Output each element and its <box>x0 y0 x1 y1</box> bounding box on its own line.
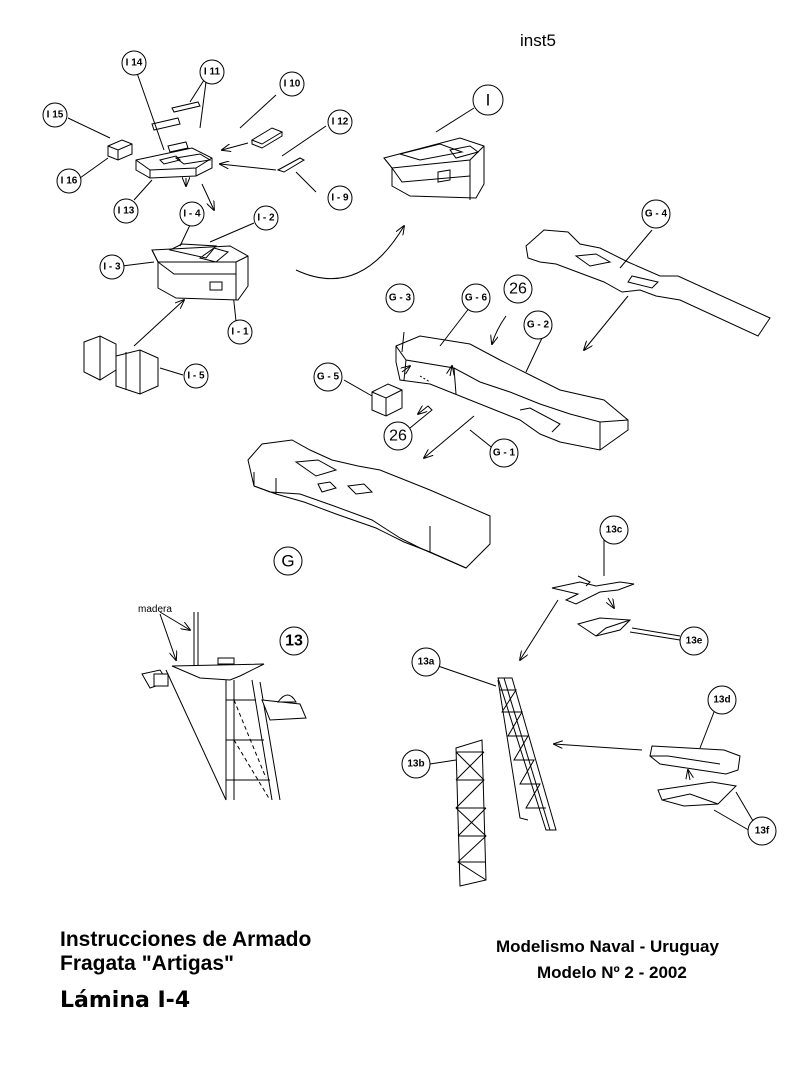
label-13d: 13d <box>713 695 730 706</box>
label-13b: 13b <box>407 759 424 770</box>
part-i9-piece <box>276 157 306 173</box>
label-13e: 13e <box>686 636 703 647</box>
label-i11: I 11 <box>204 67 221 78</box>
part-g4-deck <box>525 229 771 337</box>
part-g-assembly <box>395 335 629 451</box>
label-i12: I 12 <box>332 117 349 128</box>
label-i1: I - 1 <box>231 327 249 338</box>
mast-13-side-view <box>141 612 307 801</box>
credit-line-1: Modelismo Naval - Uruguay <box>496 937 719 956</box>
part-g5-block <box>371 383 403 417</box>
label-i9: I - 9 <box>331 193 349 204</box>
part-13b-tower <box>455 739 487 887</box>
assembled-part-g <box>247 439 491 569</box>
credit-line-2: Modelo Nº 2 - 2002 <box>537 963 687 982</box>
assembled-part-i <box>383 137 485 200</box>
label-g6: G - 6 <box>465 293 488 304</box>
title-line-2: Fragata "Artigas" <box>60 952 234 975</box>
label-i16: I 16 <box>61 176 78 187</box>
label-13c: 13c <box>606 525 623 536</box>
part-13f <box>657 781 738 807</box>
sheet-title: Lámina I-4 <box>60 988 191 1013</box>
label-i4: I - 4 <box>183 209 201 220</box>
part-i1-hull <box>151 243 249 301</box>
title-line-1: Instrucciones de Armado <box>60 928 312 951</box>
label-13a: 13a <box>418 657 435 668</box>
label-i2: I - 2 <box>257 213 275 224</box>
part-13a-tower <box>497 677 557 831</box>
label-g: G <box>281 552 294 571</box>
part-i5-frames <box>83 335 159 395</box>
label-g4: G - 4 <box>645 209 668 220</box>
label-13f: 13f <box>755 826 770 837</box>
part-13e <box>576 617 632 637</box>
label-g5: G - 5 <box>317 372 340 383</box>
label-g1: G - 1 <box>493 448 516 459</box>
label-i15: I 15 <box>47 110 64 121</box>
label-i5: I - 5 <box>187 371 205 382</box>
label-13: 13 <box>285 633 303 650</box>
label-madera: madera <box>138 604 172 615</box>
label-g3: G - 3 <box>389 293 412 304</box>
label-i3: I - 3 <box>103 262 121 273</box>
label-i14: I 14 <box>126 58 143 69</box>
part-i14-assembly <box>135 147 213 179</box>
label-26-bottom: 26 <box>389 428 407 445</box>
part-i10-piece <box>250 127 284 149</box>
part-i11-strips <box>151 101 201 153</box>
label-i: I <box>486 91 491 110</box>
label-i10: I 10 <box>284 79 301 90</box>
label-26-top: 26 <box>509 281 527 298</box>
label-g2: G - 2 <box>527 320 550 331</box>
part-13c <box>551 575 635 605</box>
label-i13: I 13 <box>118 206 135 217</box>
part-i15-block <box>107 139 133 161</box>
part-13d <box>649 745 741 775</box>
sheet-code: inst5 <box>520 31 556 50</box>
